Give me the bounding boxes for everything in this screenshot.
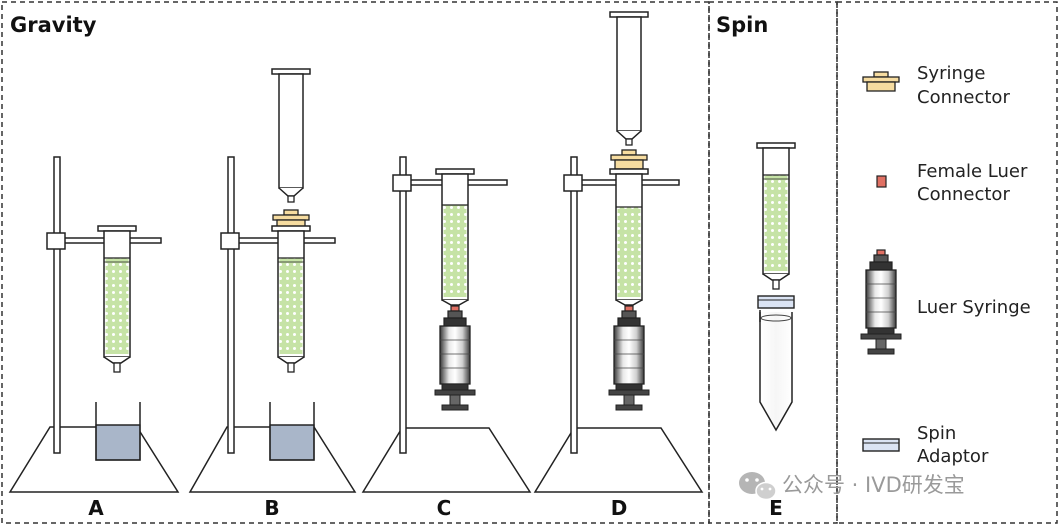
legend-syringe-connector-line2: Connector xyxy=(917,87,1010,108)
spin-adaptor xyxy=(757,295,795,309)
clamp-block xyxy=(220,232,240,250)
stand-rod xyxy=(570,156,578,454)
stand-rod xyxy=(53,156,61,454)
legend-luer-syringe-symbol xyxy=(860,249,902,355)
centrifuge-tube xyxy=(759,310,793,432)
legend-syringe-connector-line1: Syringe xyxy=(917,63,985,84)
panel-a-setup xyxy=(8,156,180,493)
luer-syringe xyxy=(608,305,650,411)
stand-rod xyxy=(399,156,407,454)
clamp-block xyxy=(46,232,66,250)
panel-label-b: B xyxy=(264,496,279,520)
panel-c-setup xyxy=(361,156,532,493)
legend-female-luer-symbol xyxy=(876,175,887,188)
syringe-connector xyxy=(610,149,648,170)
legend-luer-syringe-label: Luer Syringe xyxy=(917,297,1031,318)
resin-column xyxy=(271,225,311,373)
resin-column xyxy=(609,168,649,306)
gravity-title: Gravity xyxy=(10,13,97,37)
legend-section-frame xyxy=(836,1,1058,524)
legend-spin-adaptor-line1: Spin xyxy=(917,423,956,444)
legend-spin-adaptor-line2: Adaptor xyxy=(917,446,989,467)
panel-label-d: D xyxy=(611,496,628,520)
resin-column xyxy=(97,225,137,373)
panel-e-setup xyxy=(756,142,796,432)
clamp-block xyxy=(563,174,583,192)
legend: Syringe Connector Female Luer Connector … xyxy=(860,63,1031,467)
clamp-block xyxy=(392,174,412,192)
legend-spin-adaptor-symbol xyxy=(862,438,900,452)
resin-column xyxy=(756,142,796,290)
wechat-icon xyxy=(739,472,777,501)
stand-base xyxy=(8,426,180,493)
top-syringe-barrel xyxy=(609,11,649,146)
stand-rod xyxy=(227,156,235,454)
panel-label-a: A xyxy=(88,496,104,520)
legend-syringe-connector-symbol xyxy=(862,71,900,92)
panel-b-setup xyxy=(188,68,357,493)
luer-syringe xyxy=(434,305,476,411)
watermark: 公众号 · IVD研发宝 xyxy=(739,472,965,501)
panel-label-c: C xyxy=(437,496,452,520)
panel-d-setup xyxy=(533,11,704,493)
top-syringe-barrel xyxy=(271,68,311,203)
panel-label-e: E xyxy=(769,496,783,520)
legend-female-luer-line2: Connector xyxy=(917,184,1010,205)
resin-column xyxy=(435,168,475,306)
collection-beaker xyxy=(269,402,315,461)
legend-female-luer-line1: Female Luer xyxy=(917,161,1028,182)
collection-beaker xyxy=(95,402,141,461)
spin-title: Spin xyxy=(716,13,768,37)
spin-section-frame xyxy=(708,1,838,524)
stand-base xyxy=(361,427,532,493)
watermark-text: 公众号 · IVD研发宝 xyxy=(782,473,965,497)
stand-base xyxy=(533,427,704,493)
